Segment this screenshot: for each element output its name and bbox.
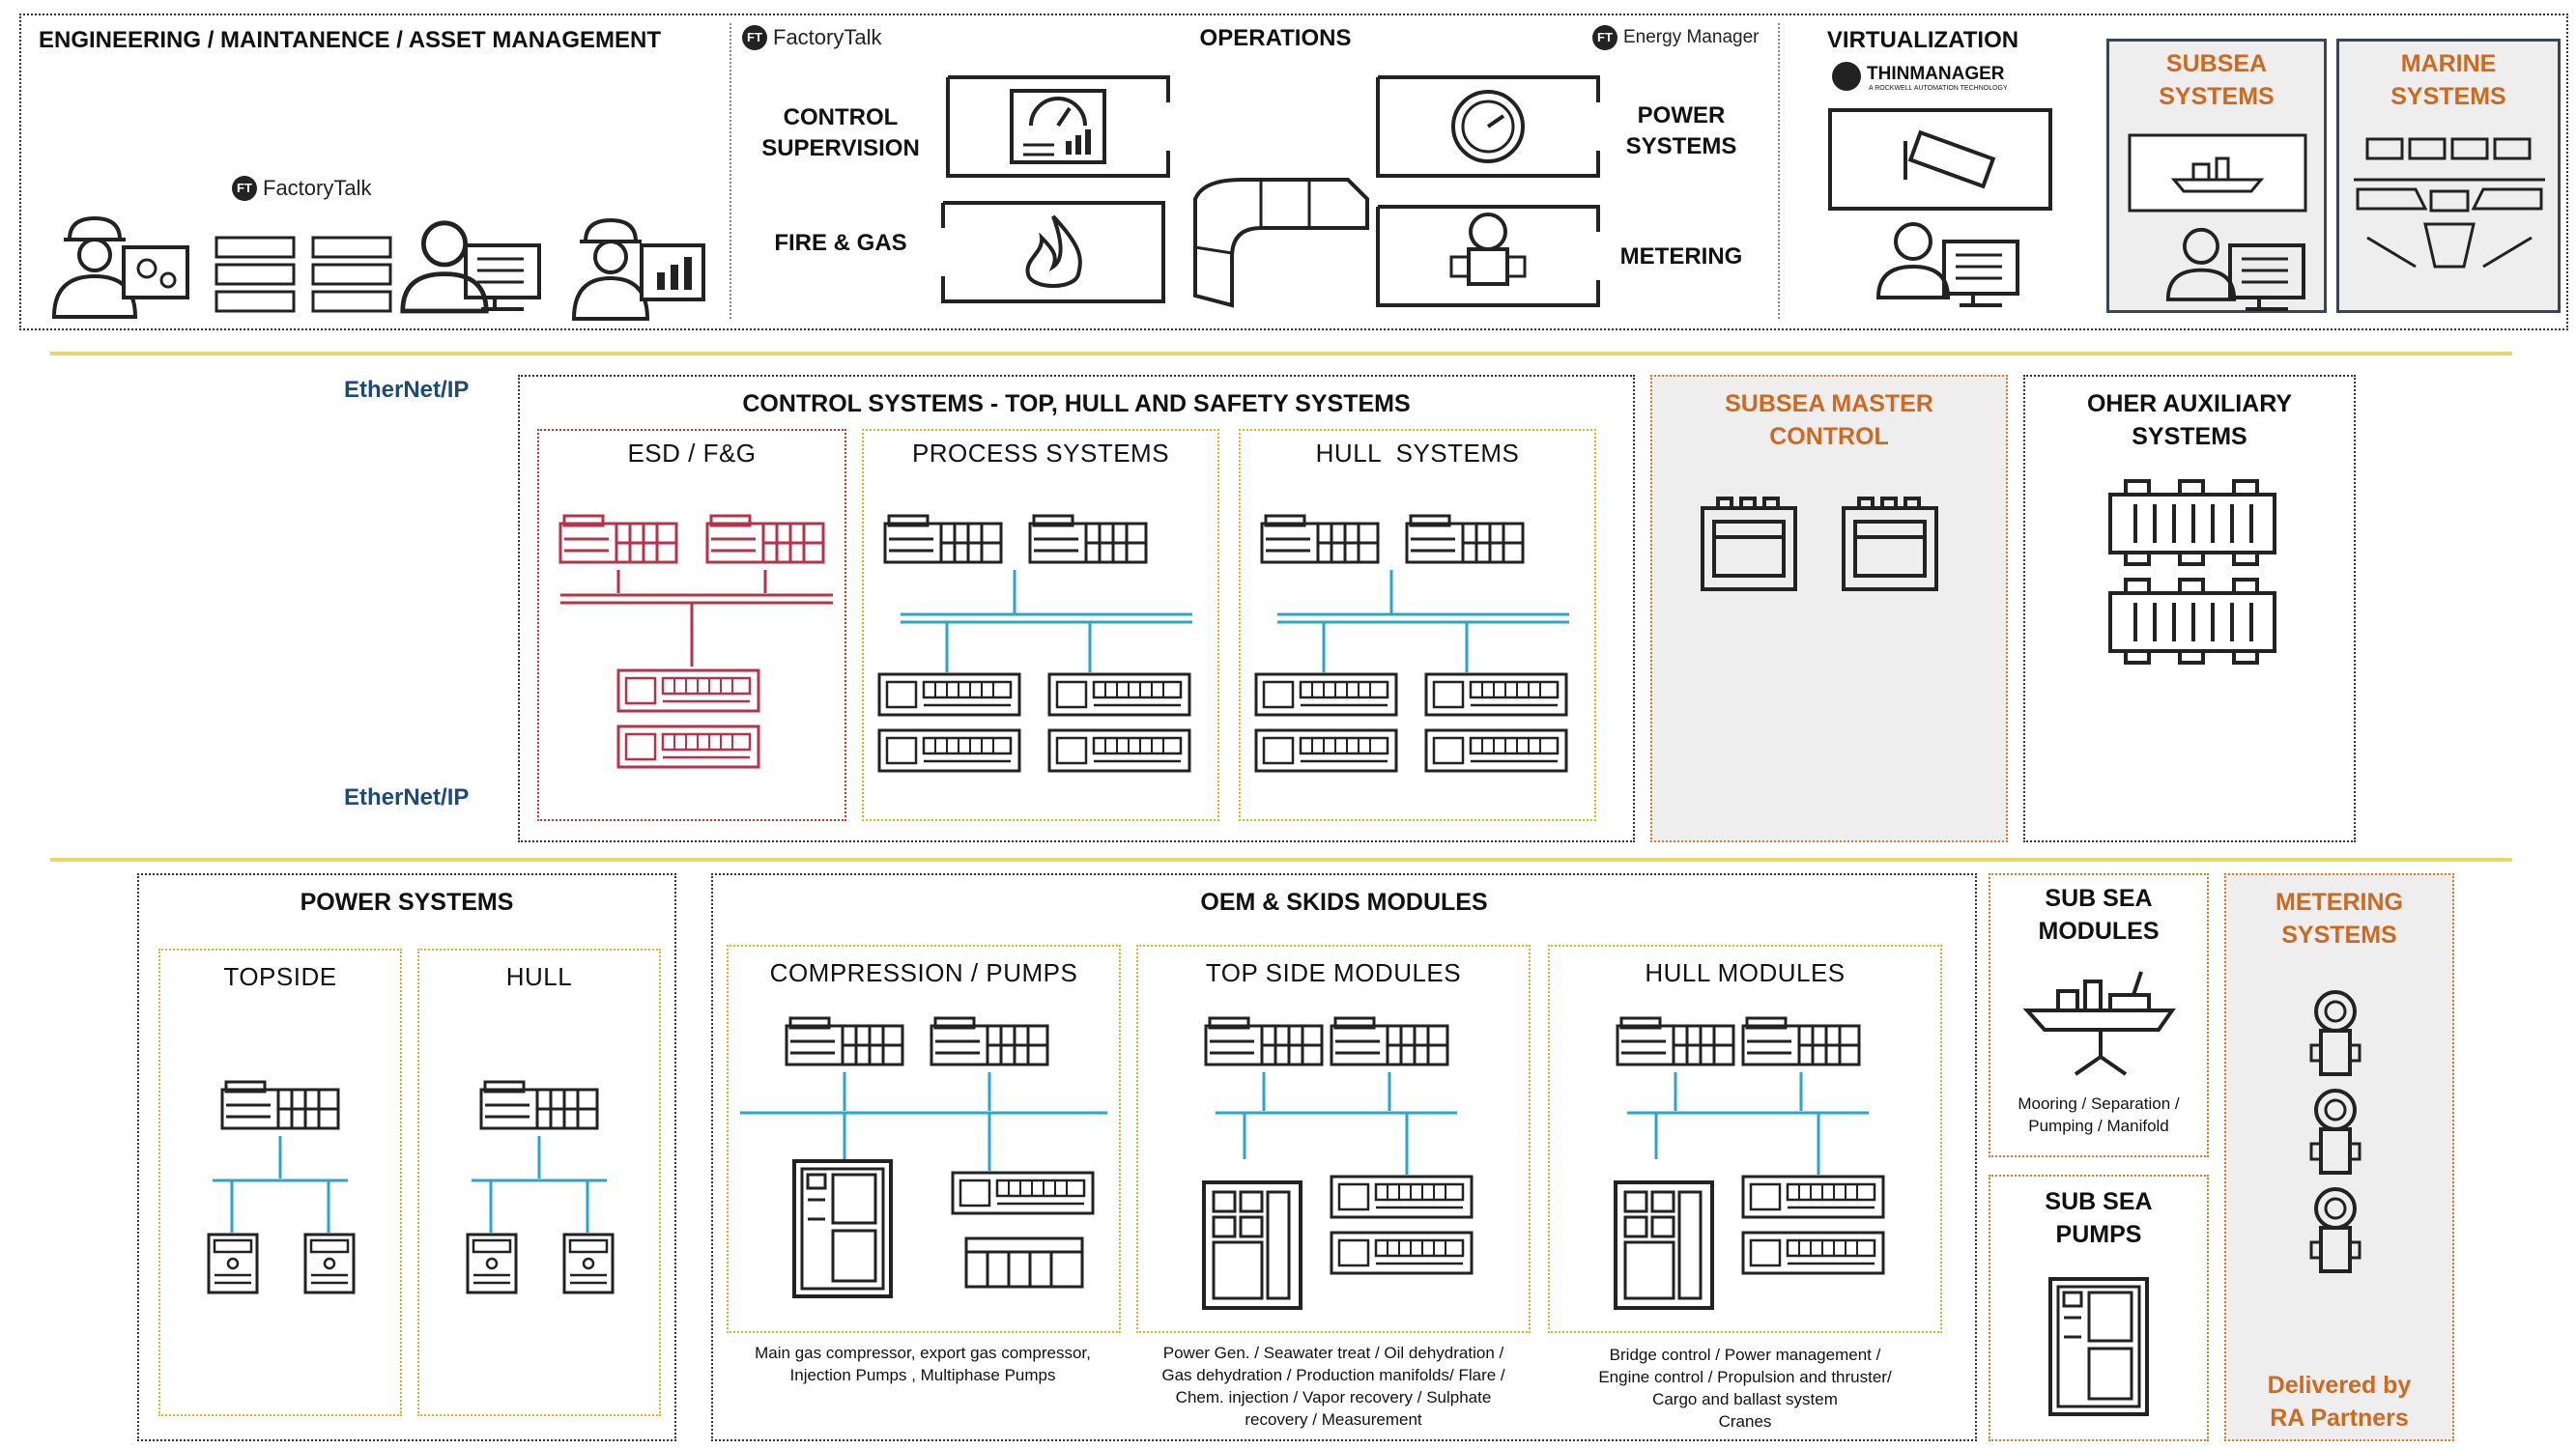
control-supervision-screen-icon — [946, 75, 1170, 178]
control-systems-title: CONTROL SYSTEMS - TOP, HULL AND SAFETY S… — [742, 390, 1411, 417]
topside-modules-caption: Power Gen. / Seawater treat / Oil dehydr… — [1161, 1344, 1505, 1429]
flow-meter-icon-2 — [2309, 1089, 2361, 1175]
power-hull-diagram-icon — [466, 1080, 615, 1294]
virtualization-title: VIRTUALIZATION — [1826, 27, 2019, 53]
top-row-frame — [19, 14, 2568, 330]
compression-pumps-diagram-icon — [740, 1016, 1107, 1298]
network-line-top — [50, 352, 2512, 355]
metering-ops-label: METERING — [1619, 243, 1743, 270]
metering-systems-title: METERING SYSTEMS — [2275, 889, 2403, 949]
energy-manager-logo: FT Energy Manager — [1592, 25, 1759, 50]
compression-pumps-title: COMPRESSION / PUMPS — [769, 958, 1078, 987]
hull-systems-frame — [1239, 429, 1596, 821]
subsea-modules-frame — [1989, 873, 2209, 1157]
oem-skids-frame — [711, 873, 1977, 1441]
subsea-modules-title: SUB SEA MODULES — [2038, 885, 2160, 945]
flow-meter-icon-3 — [2309, 1187, 2361, 1273]
topside-modules-title: TOP SIDE MODULES — [1205, 958, 1462, 987]
operations-factorytalk-logo: FT FactoryTalk — [742, 25, 881, 50]
process-systems-frame — [862, 429, 1219, 821]
subsea-master-control-title: SUBSEA MASTER CONTROL — [1725, 390, 1933, 450]
top-divider-2 — [1778, 23, 1780, 319]
subsea-systems-title: SUBSEA SYSTEMS — [2159, 50, 2275, 110]
subsea-vessel-icon — [2022, 971, 2176, 1076]
ethernet-ip-logo-top: EtherNet/IP — [344, 377, 470, 403]
flow-meter-icon-1 — [2309, 990, 2361, 1076]
process-systems-title: PROCESS SYSTEMS — [911, 439, 1170, 468]
energy-manager-label: Energy Manager — [1623, 27, 1760, 47]
virtualization-camera-screen-icon — [1828, 108, 2052, 211]
subsea-operator-icon — [2165, 227, 2305, 311]
factorytalk-icon: FT — [742, 25, 767, 50]
control-supervision-label: CONTROL SUPERVISION — [761, 104, 920, 162]
energy-manager-icon: FT — [1592, 25, 1617, 50]
power-topside-diagram-icon — [207, 1080, 356, 1294]
metering-systems-frame — [2224, 873, 2454, 1441]
subsea-modules-caption: Mooring / Separation / Pumping / Manifol… — [2018, 1094, 2180, 1135]
subsea-master-control-frame — [1650, 375, 2008, 842]
power-systems-title: POWER SYSTEMS — [300, 889, 514, 916]
control-room-desk-icon — [1193, 178, 1369, 308]
thinmanager-sublabel: A ROCKWELL AUTOMATION TECHNOLOGY — [1869, 85, 2008, 92]
engineer-workstation-icon — [51, 215, 189, 319]
power-hull-frame — [417, 949, 661, 1416]
marine-systems-title: MARINE SYSTEMS — [2390, 50, 2506, 110]
auxiliary-systems-title: OHER AUXILIARY SYSTEMS — [2086, 390, 2293, 450]
metering-systems-footer: Delivered by RA Partners — [2267, 1372, 2412, 1432]
hull-systems-title: HULL SYSTEMS — [1315, 439, 1520, 468]
subsea-master-controllers-icon — [1701, 497, 1938, 591]
topside-modules-frame — [1136, 945, 1531, 1333]
power-hull-title: HULL — [505, 962, 573, 991]
hull-controllers-icon — [1254, 514, 1569, 773]
power-topside-frame — [158, 949, 402, 1416]
subsea-pumps-frame — [1989, 1175, 2209, 1441]
thinmanager-label: THINMANAGER — [1867, 64, 2005, 84]
subsea-pump-cabinet-icon — [2048, 1277, 2149, 1416]
virtualization-operator-icon — [1876, 222, 2019, 307]
thinmanager-icon — [1832, 62, 1861, 91]
oem-skids-title: OEM & SKIDS MODULES — [1200, 889, 1488, 916]
topside-modules-diagram-icon — [1202, 1016, 1474, 1310]
operations-title: OPERATIONS — [1199, 25, 1352, 51]
compression-pumps-frame — [727, 945, 1121, 1333]
factorytalk-icon: FT — [232, 176, 257, 201]
esd-fg-title: ESD / F&G — [627, 439, 757, 468]
hull-modules-frame — [1548, 945, 1942, 1333]
factorytalk-label: FactoryTalk — [263, 176, 372, 200]
engineering-factorytalk-logo: FT FactoryTalk — [232, 176, 371, 201]
process-controllers-icon — [877, 514, 1192, 773]
subsea-screen-icon — [2128, 133, 2307, 213]
control-systems-frame — [518, 375, 1635, 842]
hull-modules-diagram-icon — [1614, 1016, 1885, 1310]
esd-controllers-icon — [558, 514, 833, 769]
server-rack-icon — [215, 236, 392, 313]
auxiliary-systems-frame — [2023, 375, 2356, 842]
power-gauge-screen-icon — [1376, 75, 1600, 178]
ship-bridge-icon — [2354, 137, 2545, 269]
ethernet-ip-logo-bottom: EtherNet/IP — [344, 784, 470, 810]
subsea-pumps-title: SUB SEA PUMPS — [2045, 1188, 2153, 1248]
power-systems-frame — [137, 873, 676, 1441]
operator-workstation-icon — [398, 218, 541, 325]
auxiliary-controllers-icon — [2108, 479, 2276, 665]
fire-gas-label: FIRE & GAS — [774, 230, 907, 256]
factorytalk-label: FactoryTalk — [773, 25, 882, 49]
esd-fg-frame — [537, 429, 846, 821]
engineering-title: ENGINEERING / MAINTANENCE / ASSET MANAGE… — [39, 27, 662, 53]
network-line-bottom — [50, 858, 2512, 862]
top-divider-1 — [730, 23, 731, 319]
thinmanager-logo: THINMANAGER A ROCKWELL AUTOMATION TECHNO… — [1832, 62, 2035, 95]
engineer-trend-workstation-icon — [571, 217, 705, 321]
compression-pumps-caption: Main gas compressor, export gas compress… — [755, 1344, 1091, 1384]
power-systems-ops-label: POWER SYSTEMS — [1625, 102, 1737, 160]
hull-modules-caption: Bridge control / Power management / Engi… — [1598, 1346, 1892, 1431]
metering-screen-icon — [1376, 205, 1600, 307]
fire-screen-icon — [941, 201, 1165, 303]
hull-modules-title: HULL MODULES — [1645, 958, 1846, 987]
power-topside-title: TOPSIDE — [223, 962, 337, 991]
